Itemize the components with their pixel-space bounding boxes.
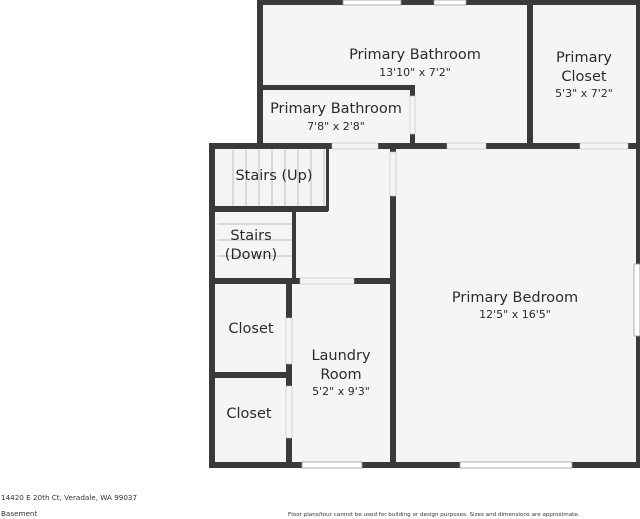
door-gap-bath-small [409,95,416,135]
primary-bathroom-large-name: Primary Bathroom [349,47,481,63]
window-bedroom-right [633,263,640,337]
window-bedroom-bottom [459,461,573,469]
primary-closet-dims: 5'3" x 7'2" [555,87,613,100]
primary-closet-name-line2: Closet [561,69,606,85]
primary-bathroom-large-dims: 13'10" x 7'2" [379,66,451,79]
primary-bedroom-dims: 12'5" x 16'5" [479,308,551,321]
window-bath-1 [342,0,402,6]
window-laundry [301,461,363,469]
stairs-down-name-line2: (Down) [225,247,277,263]
stairs-down-name-line1: Stairs [230,228,271,244]
stairs-up-treads [232,150,325,209]
primary-bathroom-small-name: Primary Bathroom [270,101,402,117]
door-gap-bedroom [389,151,397,197]
stairs-down-treads [217,223,292,257]
laundry-room-dims: 5'2" x 9'3" [312,385,370,398]
floor-hall-stairs [213,147,391,463]
laundry-room-name-line1: Laundry [311,348,371,364]
floor-level-label: Basement [1,509,38,518]
disclaimer: Floor plans/tour cannot be used for buil… [288,512,580,518]
window-bath-2 [433,0,467,6]
door-gap-1 [331,142,379,150]
property-address: 14420 E 20th Ct, Veradale, WA 99037 [1,493,138,502]
door-gap-laundry-top [299,277,355,285]
door-gap-closet-upper [285,317,293,365]
door-gap-closet-lower [285,385,293,439]
primary-closet-name-line1: Primary [556,50,612,66]
closet-lower-name: Closet [226,406,271,422]
door-gap-2 [446,142,487,150]
floor-primary-closet [533,4,636,145]
primary-bedroom-name: Primary Bedroom [452,290,578,306]
room-labels: Primary Bathroom 13'10" x 7'2" Primary C… [225,47,613,422]
stairs-up-name: Stairs (Up) [235,168,312,184]
closet-upper-name: Closet [228,321,273,337]
floor-primary-bedroom [395,147,636,463]
openings [285,0,640,469]
floor-primary-bathroom-large [262,4,529,145]
laundry-room-name-line2: Room [320,367,361,383]
door-gap-3 [579,142,629,150]
primary-bathroom-small-dims: 7'8" x 2'8" [307,120,365,133]
floor-areas [213,4,636,463]
